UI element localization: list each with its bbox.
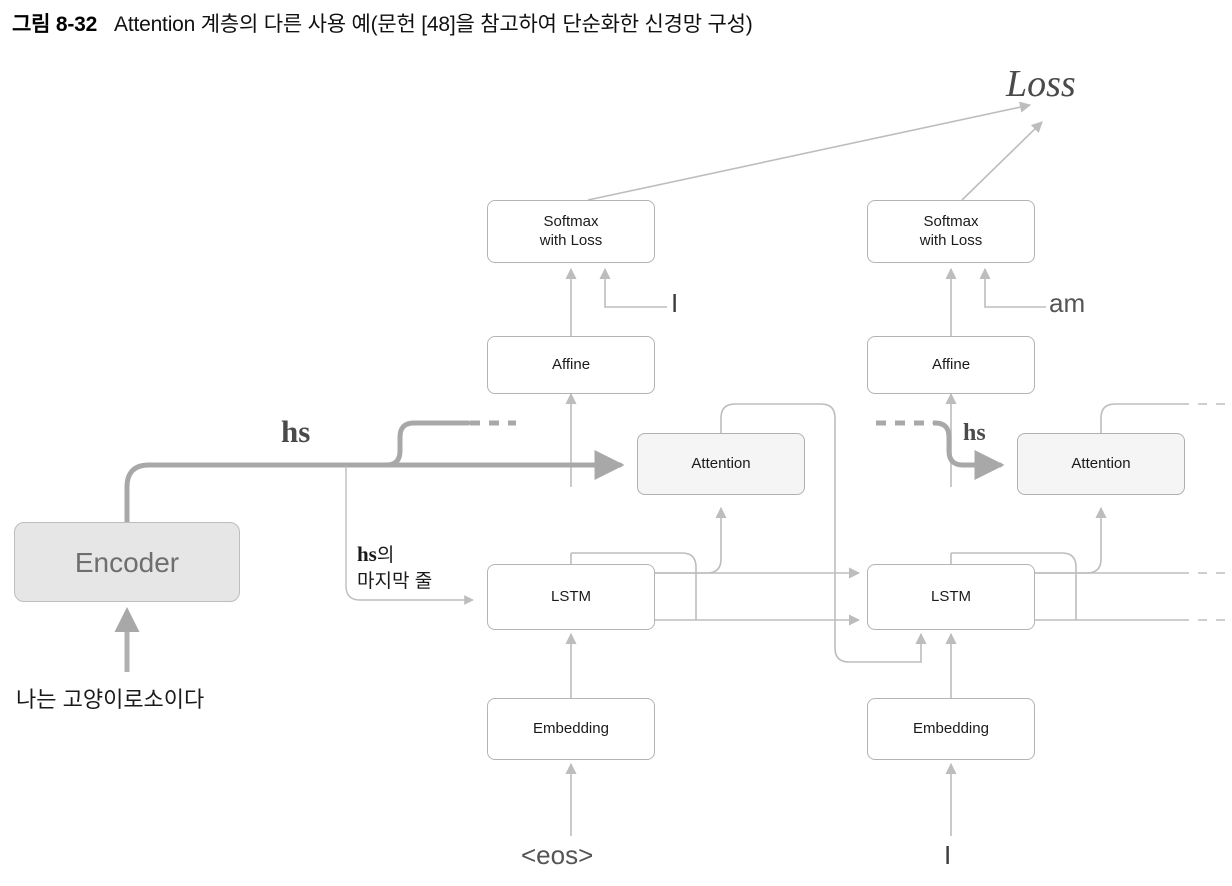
softmax-line2-t0: with Loss — [539, 231, 603, 249]
softmax-line1-t0: Softmax — [543, 212, 599, 230]
hs-last-row-label: hs의 마지막 줄 — [357, 540, 432, 594]
input-token-label-t1: I — [944, 840, 952, 870]
input-token-label-t0: <eos> — [521, 840, 594, 870]
embedding-box-t0[interactable]: Embedding — [487, 698, 655, 760]
softmax-with-loss-box-t0[interactable]: Softmax with Loss — [487, 200, 655, 263]
figure-caption: 그림 8-32 Attention 계층의 다른 사용 예(문헌 [48]을 참… — [12, 8, 753, 38]
wire-hs-lastrow-to-lstm0 — [345, 466, 474, 605]
lstm-label-t0: LSTM — [550, 587, 591, 605]
softmax-line2-t1: with Loss — [919, 231, 983, 249]
hs-label-left: hs — [281, 414, 311, 449]
wire-target1-to-softmax1 — [979, 267, 1046, 308]
hs-last-row-line2: 마지막 줄 — [357, 570, 433, 592]
affine-label-t0: Affine — [551, 355, 591, 373]
attention-box-t1[interactable]: Attention — [1017, 433, 1185, 495]
wire-attention0-out — [720, 403, 927, 663]
loss-label: Loss — [1006, 63, 1076, 105]
softmax-with-loss-box-t1[interactable]: Softmax with Loss — [867, 200, 1035, 263]
attention-label-t0: Attention — [691, 454, 751, 472]
target-token-label-t1: am — [1049, 288, 1086, 318]
wire-lstm1-to-attention1 — [1035, 506, 1107, 574]
wire-hs-branch-right — [932, 420, 1005, 480]
hs-last-row-bold: hs — [357, 542, 377, 566]
wire-lstm0-to-attention0 — [655, 506, 727, 574]
attention-label-t1: Attention — [1071, 454, 1131, 472]
wire-target0-to-softmax0 — [599, 267, 667, 308]
lstm-box-t0[interactable]: LSTM — [487, 564, 655, 630]
wire-rail0 — [571, 552, 697, 620]
wire-rail1 — [951, 552, 1077, 620]
lstm-label-t1: LSTM — [930, 587, 971, 605]
wire-hs-bus-main — [124, 450, 625, 525]
encoder-input-label: 나는 고양이로소이다 — [16, 687, 205, 712]
encoder-box[interactable]: Encoder — [14, 522, 240, 602]
affine-label-t1: Affine — [931, 355, 971, 373]
embedding-label-t0: Embedding — [533, 719, 609, 737]
encoder-label: Encoder — [74, 546, 180, 578]
hs-label-right: hs — [963, 420, 986, 446]
target-token-label-t0: I — [671, 288, 679, 318]
hs-last-row-suffix: 의 — [376, 545, 395, 566]
embedding-label-t1: Embedding — [913, 719, 989, 737]
wire-attention1-out — [1100, 403, 1180, 435]
softmax-line1-t1: Softmax — [923, 212, 979, 230]
affine-box-t0[interactable]: Affine — [487, 336, 655, 394]
wire-softmax0-to-loss — [587, 101, 1032, 201]
affine-box-t1[interactable]: Affine — [867, 336, 1035, 394]
lstm-box-t1[interactable]: LSTM — [867, 564, 1035, 630]
figure-caption-number: 그림 8-32 — [12, 13, 98, 36]
wire-softmax1-to-loss — [961, 121, 1043, 201]
figure-caption-text: Attention 계층의 다른 사용 예(문헌 [48]을 참고하여 단순화한… — [102, 13, 753, 36]
attention-box-t0[interactable]: Attention — [637, 433, 805, 495]
wire-hs-branch-up-left — [383, 420, 471, 468]
embedding-box-t1[interactable]: Embedding — [867, 698, 1035, 760]
